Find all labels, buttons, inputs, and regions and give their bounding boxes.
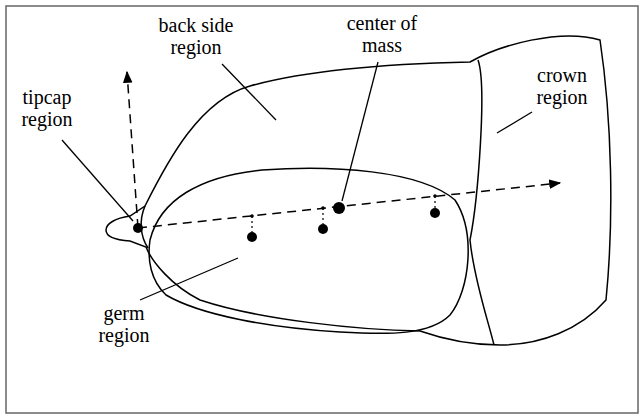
crown-boundary: [470, 60, 494, 345]
kernel-outline: [106, 36, 611, 345]
mass-dots: [133, 194, 440, 242]
leader-lines: [62, 62, 532, 300]
projection-ticks: [252, 196, 435, 232]
frame: [6, 6, 638, 413]
region-label: germ region: [84, 302, 164, 346]
region-label: tipcap region: [10, 86, 84, 130]
short-axis: [127, 72, 138, 228]
region-label: back side region: [146, 14, 246, 58]
long-axis: [138, 183, 560, 228]
germ-outline: [149, 168, 468, 333]
region-label: center of mass: [332, 12, 432, 56]
region-label: crown region: [522, 64, 602, 108]
